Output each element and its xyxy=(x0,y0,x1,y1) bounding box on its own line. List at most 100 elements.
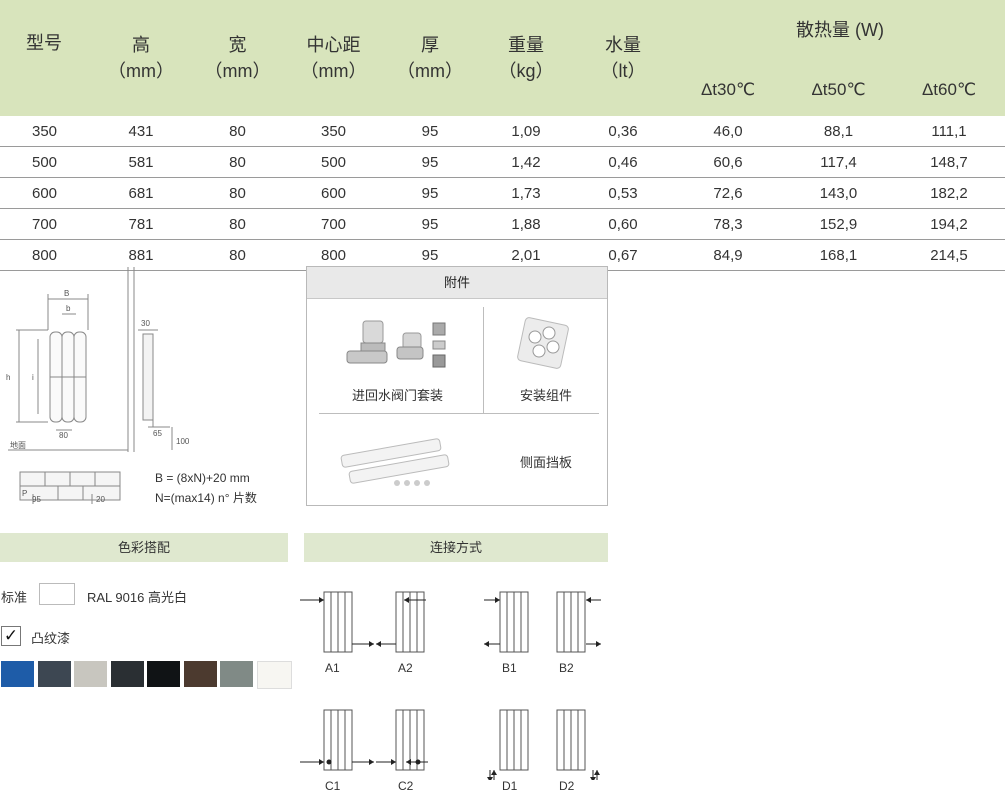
cell: 194,2 xyxy=(893,208,1005,240)
conn-label-C1: C1 xyxy=(325,779,341,793)
dim-P: P xyxy=(22,489,27,498)
cell: 1,73 xyxy=(478,177,574,209)
conn-label-C2: C2 xyxy=(398,779,414,793)
cell: 80 xyxy=(190,208,285,240)
cell: 700 xyxy=(0,208,92,240)
cell: 0,67 xyxy=(574,239,672,271)
accessories-panel: 附件 进回水阀门套装 安装组件 侧面挡板 xyxy=(306,266,608,506)
header-center-distance: 中心距（mm） xyxy=(285,0,382,116)
cell: 800 xyxy=(285,239,382,271)
dim-B: B xyxy=(64,289,69,298)
color-swatch[interactable] xyxy=(74,661,107,687)
color-swatch[interactable] xyxy=(110,661,144,687)
color-swatch[interactable] xyxy=(37,661,71,687)
cell: 117,4 xyxy=(784,146,893,178)
header-dt30: Δt30℃ xyxy=(672,0,784,116)
cell: 46,0 xyxy=(672,116,784,147)
standard-color-value: RAL 9016 高光白 xyxy=(87,590,187,605)
color-swatch[interactable] xyxy=(220,661,253,687)
cell: 350 xyxy=(0,116,92,147)
cell: 0,46 xyxy=(574,146,672,178)
color-swatch[interactable] xyxy=(147,661,180,687)
cell: 80 xyxy=(190,239,285,271)
cell: 80 xyxy=(190,146,285,178)
cell: 1,88 xyxy=(478,208,574,240)
header-dt50: Δt50℃ xyxy=(784,0,893,116)
cell: 95 xyxy=(382,116,478,147)
cell: 182,2 xyxy=(893,177,1005,209)
cell: 80 xyxy=(190,177,285,209)
cell: 881 xyxy=(92,239,190,271)
formula-B: B = (8xN)+20 mm xyxy=(155,471,250,485)
cell: 95 xyxy=(382,177,478,209)
color-swatch[interactable] xyxy=(1,661,34,687)
cell: 95 xyxy=(382,146,478,178)
divider xyxy=(319,413,599,414)
conn-label-B2: B2 xyxy=(559,661,574,675)
header-water: 水量（lt） xyxy=(574,0,672,116)
color-swatch[interactable] xyxy=(183,661,217,687)
connection-diagrams xyxy=(300,591,601,780)
dim-65: 65 xyxy=(153,429,162,438)
cell: 152,9 xyxy=(784,208,893,240)
cell: 581 xyxy=(92,146,190,178)
cell: 148,7 xyxy=(893,146,1005,178)
cell: 214,5 xyxy=(893,239,1005,271)
heat-output-title: 散热量 (W) xyxy=(796,20,884,40)
accessories-title: 附件 xyxy=(307,267,607,299)
spec-table: 型号 高（mm） 宽（mm） 中心距（mm） 厚（mm） 重量（kg） 水量（l… xyxy=(0,0,1005,271)
texture-checkbox[interactable]: ✓ xyxy=(1,626,21,646)
cell: 0,36 xyxy=(574,116,672,147)
radiator-dimension-drawing: B b h i 80 30 65 100 地面 P 95 20 xyxy=(6,267,190,504)
colors-title-bar: 色彩搭配 xyxy=(0,533,288,562)
color-swatch[interactable] xyxy=(256,661,292,689)
cell: 88,1 xyxy=(784,116,893,147)
cell: 431 xyxy=(92,116,190,147)
cell: 80 xyxy=(190,116,285,147)
valve-set-label: 进回水阀门套装 xyxy=(352,388,444,403)
header-thickness: 厚（mm） xyxy=(382,0,478,116)
floor-label: 地面 xyxy=(10,440,26,450)
divider xyxy=(483,307,484,413)
dim-b: b xyxy=(66,304,71,313)
cell: 111,1 xyxy=(893,116,1005,147)
cell: 143,0 xyxy=(784,177,893,209)
cell: 781 xyxy=(92,208,190,240)
cell: 60,6 xyxy=(672,146,784,178)
cell: 600 xyxy=(0,177,92,209)
valve-set-icon xyxy=(346,320,446,368)
conn-label-A2: A2 xyxy=(398,661,413,675)
cell: 0,53 xyxy=(574,177,672,209)
cell: 168,1 xyxy=(784,239,893,271)
cell: 700 xyxy=(285,208,382,240)
dim-h: h xyxy=(6,373,10,382)
dim-i: i xyxy=(32,373,34,382)
dim-20: 20 xyxy=(96,495,105,504)
dim-95: 95 xyxy=(32,495,41,504)
cell: 350 xyxy=(285,116,382,147)
cell: 2,01 xyxy=(478,239,574,271)
cell: 95 xyxy=(382,208,478,240)
cell: 800 xyxy=(0,239,92,271)
conn-label-D1: D1 xyxy=(502,779,518,793)
cell: 0,60 xyxy=(574,208,672,240)
dim-100: 100 xyxy=(176,437,190,446)
header-dt60: Δt60℃ xyxy=(893,0,1005,116)
cell: 84,9 xyxy=(672,239,784,271)
cell: 1,09 xyxy=(478,116,574,147)
mounting-kit-icon xyxy=(517,317,569,369)
conn-label-A1: A1 xyxy=(325,661,340,675)
side-panel-label: 侧面挡板 xyxy=(520,455,573,470)
texture-label: 凸纹漆 xyxy=(31,631,71,646)
standard-color-swatch[interactable] xyxy=(39,583,75,605)
header-height: 高（mm） xyxy=(92,0,190,116)
cell: 78,3 xyxy=(672,208,784,240)
conn-label-B1: B1 xyxy=(502,661,517,675)
mounting-kit-label: 安装组件 xyxy=(520,388,573,403)
header-weight: 重量（kg） xyxy=(478,0,574,116)
